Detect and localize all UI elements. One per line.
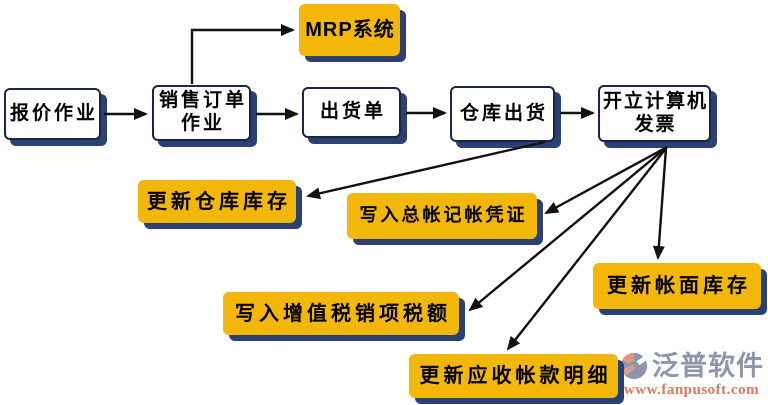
- node-write-vat-output-tax-label: 写入增值税销项税额: [235, 302, 451, 325]
- node-mrp-system: MRP系统: [299, 4, 400, 56]
- fanpu-brand-text: 泛普软件: [652, 350, 764, 381]
- node-invoice-label-line1: 开立计算机: [602, 90, 708, 112]
- node-quote: 报价作业: [4, 88, 101, 140]
- node-sales-order: 销售订单 作业: [152, 85, 251, 141]
- node-invoice: 开立计算机 发票: [598, 85, 711, 142]
- node-update-ar-detail-label: 更新应收帐款明细: [419, 365, 612, 387]
- node-mrp-system-label: MRP系统: [305, 19, 395, 41]
- node-write-gl-voucher: 写入总帐记帐凭证: [347, 193, 537, 239]
- node-update-warehouse-stock-label: 更新仓库库存: [147, 190, 291, 213]
- arrow-invoice-to-write-gl-voucher: [544, 145, 668, 215]
- node-write-vat-output-tax: 写入增值税销项税额: [223, 292, 459, 335]
- fanpu-url-text: www.fanpusoft.com: [623, 382, 760, 398]
- arrow-warehouse-ship-to-update-warehouse-stock: [306, 140, 546, 200]
- node-sales-order-label-line1: 销售订单: [158, 90, 247, 112]
- fanpu-logo: 泛普软件 www.fanpusoft.com: [619, 351, 764, 399]
- node-invoice-label-line2: 发票: [634, 113, 677, 135]
- node-update-book-stock: 更新帐面库存: [593, 263, 761, 309]
- node-quote-label: 报价作业: [9, 102, 98, 124]
- node-update-book-stock-label: 更新帐面库存: [607, 275, 751, 297]
- arrow-invoice-to-update-ar-detail: [506, 146, 668, 351]
- arrow-invoice-to-update-book-stock: [652, 147, 668, 260]
- node-write-gl-voucher-label: 写入总帐记帐凭证: [359, 205, 528, 226]
- node-sales-order-label-line2: 作业: [180, 113, 225, 134]
- node-warehouse-ship-label: 仓库出货: [459, 102, 548, 124]
- node-update-ar-detail: 更新应收帐款明细: [409, 354, 618, 398]
- node-shipping-doc-label: 出货单: [319, 101, 386, 123]
- arrow-sales-order-to-mrp: [190, 24, 295, 84]
- fanpu-logo-icon: [619, 352, 649, 380]
- node-update-warehouse-stock: 更新仓库库存: [138, 180, 296, 223]
- node-shipping-doc: 出货单: [302, 87, 401, 138]
- node-warehouse-ship: 仓库出货: [450, 86, 555, 142]
